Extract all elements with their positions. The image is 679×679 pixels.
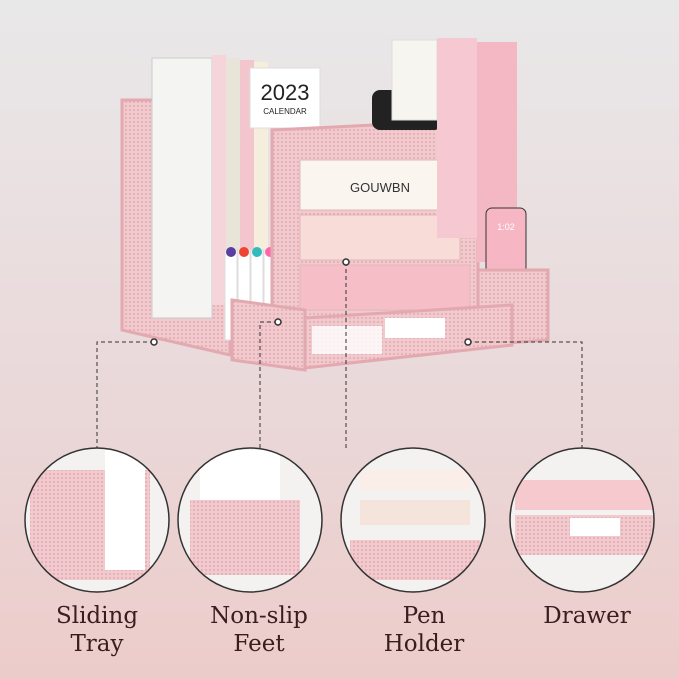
label-line: Tray bbox=[70, 631, 124, 657]
callout-lines bbox=[96, 262, 583, 448]
label-line: Non-slip bbox=[210, 603, 308, 629]
label-line: Holder bbox=[383, 631, 465, 657]
calendar-subtitle: CALENDAR bbox=[263, 107, 307, 116]
calendar-year: 2023 bbox=[261, 80, 310, 105]
feature-label-sliding-tray: Sliding Tray bbox=[22, 602, 172, 658]
phone-time: 1:02 bbox=[497, 222, 515, 232]
label-line: Drawer bbox=[543, 603, 631, 629]
desk-organizer: 2023 CALENDAR GOUWBN 1:02 bbox=[120, 38, 550, 372]
book-title: GOUWBN bbox=[350, 180, 410, 195]
label-line: Sliding bbox=[55, 603, 139, 629]
detail-circle-non-slip-feet bbox=[177, 447, 323, 593]
label-line: Pen bbox=[402, 603, 446, 629]
feature-label-non-slip-feet: Non-slip Feet bbox=[184, 602, 334, 658]
feature-label-pen-holder: Pen Holder bbox=[349, 602, 499, 658]
detail-circle-drawer bbox=[509, 447, 655, 593]
label-line: Feet bbox=[233, 631, 285, 657]
detail-circle-sliding-tray bbox=[24, 447, 170, 593]
feature-label-drawer: Drawer bbox=[512, 602, 662, 630]
detail-circle-pen-holder bbox=[340, 447, 486, 593]
